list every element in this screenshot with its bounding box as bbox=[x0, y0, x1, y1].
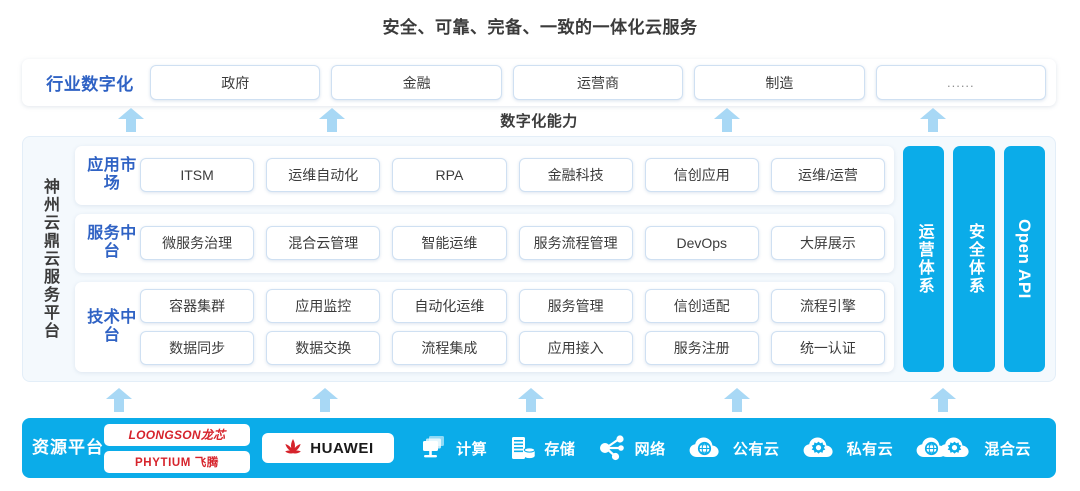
chip-ops-operations[interactable]: 运维/运营 bbox=[770, 158, 886, 193]
huawei-flower-icon bbox=[285, 439, 301, 454]
pillar-label-operations-system: 运营体系 bbox=[915, 223, 933, 295]
layer-label-tech-platform: 技术中台 bbox=[87, 308, 137, 344]
resource-item-private-cloud[interactable]: 私有云 bbox=[802, 435, 894, 461]
layer-grid-service-platform: 微服务治理 混合云管理 智能运维 服务流程管理 DevOps 大屏展示 bbox=[140, 226, 886, 261]
chip-data-exchange[interactable]: 数据交换 bbox=[266, 330, 381, 365]
capability-arrow-icon bbox=[920, 108, 946, 132]
capability-arrow-icon bbox=[118, 108, 144, 132]
resource-item-public-cloud[interactable]: 公有云 bbox=[688, 435, 780, 461]
chip-process-integration[interactable]: 流程集成 bbox=[392, 330, 507, 365]
chip-unified-auth[interactable]: 统一认证 bbox=[770, 330, 886, 365]
industry-band: 行业数字化 政府 金融 运营商 制造 ...... bbox=[22, 59, 1056, 106]
chip-row: 容器集群 应用监控 自动化运维 服务管理 信创适配 流程引擎 bbox=[140, 288, 886, 323]
industry-band-label: 行业数字化 bbox=[46, 75, 134, 94]
huawei-wordmark: HUAWEI bbox=[310, 439, 374, 457]
platform-side-label: 神州云鼎云服务平台 bbox=[41, 178, 58, 340]
public-cloud-icon bbox=[689, 437, 719, 457]
capability-arrow-icon bbox=[714, 108, 740, 132]
hybrid-cloud-icon bbox=[916, 437, 969, 457]
resource-arrow-icon bbox=[724, 388, 750, 412]
chip-fintech[interactable]: 金融科技 bbox=[518, 158, 633, 193]
chip-xinchuang-adaptation[interactable]: 信创适配 bbox=[644, 288, 759, 323]
industry-item-government[interactable]: 政府 bbox=[150, 65, 321, 100]
resource-platform-bar: 资源平台 LOONGSON龙芯 PHYTIUM 飞腾 HUAWEI 计算 bbox=[22, 418, 1056, 478]
resource-item-network[interactable]: 网络 bbox=[598, 434, 666, 462]
chip-data-sync[interactable]: 数据同步 bbox=[140, 330, 255, 365]
capability-strip: 数字化能力 bbox=[22, 108, 1056, 134]
chip-large-screen-display[interactable]: 大屏展示 bbox=[770, 226, 886, 261]
resource-label-hybrid-cloud: 混合云 bbox=[984, 440, 1031, 458]
resource-arrow-icon bbox=[930, 388, 956, 412]
chip-xinchuang-app[interactable]: 信创应用 bbox=[644, 158, 759, 193]
pillar-group: 运营体系 安全体系 Open API bbox=[903, 146, 1045, 372]
resource-item-storage[interactable]: 存储 bbox=[509, 434, 575, 462]
resource-platform-label: 资源平台 bbox=[32, 438, 104, 458]
resource-item-list: 计算 存储 bbox=[394, 434, 1042, 462]
chip-vendor-logos: LOONGSON龙芯 PHYTIUM 飞腾 bbox=[104, 423, 250, 473]
resource-arrow-icon bbox=[312, 388, 338, 412]
resource-item-compute[interactable]: 计算 bbox=[419, 434, 487, 462]
chip-app-access[interactable]: 应用接入 bbox=[518, 330, 633, 365]
platform-side-label-wrap: 神州云鼎云服务平台 bbox=[23, 137, 75, 381]
compute-icon bbox=[423, 436, 445, 458]
resource-label-compute: 计算 bbox=[456, 440, 488, 458]
layer-grid-tech-platform: 容器集群 应用监控 自动化运维 服务管理 信创适配 流程引擎 数据同步 数据交换… bbox=[140, 288, 886, 365]
loongson-logo: LOONGSON龙芯 bbox=[104, 423, 250, 446]
industry-item-manufacturing[interactable]: 制造 bbox=[694, 65, 865, 100]
chip-hybrid-cloud-mgmt[interactable]: 混合云管理 bbox=[266, 226, 381, 261]
pillar-security-system[interactable]: 安全体系 bbox=[953, 146, 995, 372]
chip-devops[interactable]: DevOps bbox=[644, 226, 759, 261]
chip-service-registry[interactable]: 服务注册 bbox=[644, 330, 759, 365]
chip-process-engine[interactable]: 流程引擎 bbox=[770, 288, 886, 323]
chip-microservice-governance[interactable]: 微服务治理 bbox=[140, 226, 255, 261]
pillar-label-security-system: 安全体系 bbox=[965, 223, 983, 295]
pillar-operations-system[interactable]: 运营体系 bbox=[903, 146, 945, 372]
layer-label-service-platform: 服务中台 bbox=[87, 225, 137, 261]
layer-app-market: 应用市场 ITSM 运维自动化 RPA 金融科技 信创应用 运维/运营 bbox=[75, 146, 894, 205]
chip-rpa[interactable]: RPA bbox=[392, 158, 507, 193]
chip-service-process-mgmt[interactable]: 服务流程管理 bbox=[518, 226, 633, 261]
chip-intelligent-ops[interactable]: 智能运维 bbox=[392, 226, 507, 261]
resource-label-public-cloud: 公有云 bbox=[732, 440, 780, 458]
chip-row: ITSM 运维自动化 RPA 金融科技 信创应用 运维/运营 bbox=[140, 158, 886, 193]
private-cloud-icon bbox=[803, 437, 833, 457]
industry-item-operator[interactable]: 运营商 bbox=[512, 65, 684, 100]
chip-container-cluster[interactable]: 容器集群 bbox=[140, 288, 255, 323]
platform-layer-column: 应用市场 ITSM 运维自动化 RPA 金融科技 信创应用 运维/运营 bbox=[75, 146, 894, 372]
chip-row: 微服务治理 混合云管理 智能运维 服务流程管理 DevOps 大屏展示 bbox=[140, 226, 886, 261]
resource-arrow-icon bbox=[518, 388, 544, 412]
page-title: 安全、可靠、完备、一致的一体化云服务 bbox=[382, 18, 698, 37]
chip-automated-ops[interactable]: 自动化运维 bbox=[392, 288, 507, 323]
chip-itsm[interactable]: ITSM bbox=[140, 158, 255, 193]
pillar-label-open-api: Open API bbox=[1014, 219, 1034, 299]
chip-service-mgmt[interactable]: 服务管理 bbox=[518, 288, 633, 323]
capability-label: 数字化能力 bbox=[500, 113, 578, 130]
chip-row: 数据同步 数据交换 流程集成 应用接入 服务注册 统一认证 bbox=[140, 330, 886, 365]
resource-label-storage: 存储 bbox=[544, 440, 576, 458]
industry-item-finance[interactable]: 金融 bbox=[331, 65, 502, 100]
resource-arrow-strip bbox=[22, 386, 1056, 414]
layer-grid-app-market: ITSM 运维自动化 RPA 金融科技 信创应用 运维/运营 bbox=[140, 158, 886, 193]
resource-item-hybrid-cloud[interactable]: 混合云 bbox=[915, 435, 1031, 461]
industry-item-more[interactable]: ...... bbox=[875, 65, 1047, 100]
chip-ops-automation[interactable]: 运维自动化 bbox=[266, 158, 381, 193]
network-icon bbox=[599, 435, 624, 461]
pillar-open-api[interactable]: Open API bbox=[1003, 146, 1045, 372]
capability-arrow-icon bbox=[319, 108, 345, 132]
storage-icon bbox=[512, 437, 536, 459]
industry-item-list: 政府 金融 运营商 制造 ...... bbox=[150, 65, 1048, 100]
layer-tech-platform: 技术中台 容器集群 应用监控 自动化运维 服务管理 信创适配 流程引擎 数据同步 bbox=[75, 281, 894, 372]
platform-body: 应用市场 ITSM 运维自动化 RPA 金融科技 信创应用 运维/运营 bbox=[75, 137, 1055, 381]
huawei-logo: HUAWEI bbox=[262, 433, 394, 463]
chip-app-monitoring[interactable]: 应用监控 bbox=[266, 288, 381, 323]
layer-service-platform: 服务中台 微服务治理 混合云管理 智能运维 服务流程管理 DevOps 大屏展示 bbox=[75, 213, 894, 273]
layer-label-app-market: 应用市场 bbox=[87, 157, 137, 193]
phytium-logo: PHYTIUM 飞腾 bbox=[104, 450, 250, 473]
resource-label-network: 网络 bbox=[634, 440, 666, 458]
platform-panel: 神州云鼎云服务平台 应用市场 ITSM 运维自动化 RPA 金融科技 信创应用 … bbox=[22, 136, 1056, 382]
resource-arrow-icon bbox=[106, 388, 132, 412]
resource-label-private-cloud: 私有云 bbox=[846, 440, 894, 458]
